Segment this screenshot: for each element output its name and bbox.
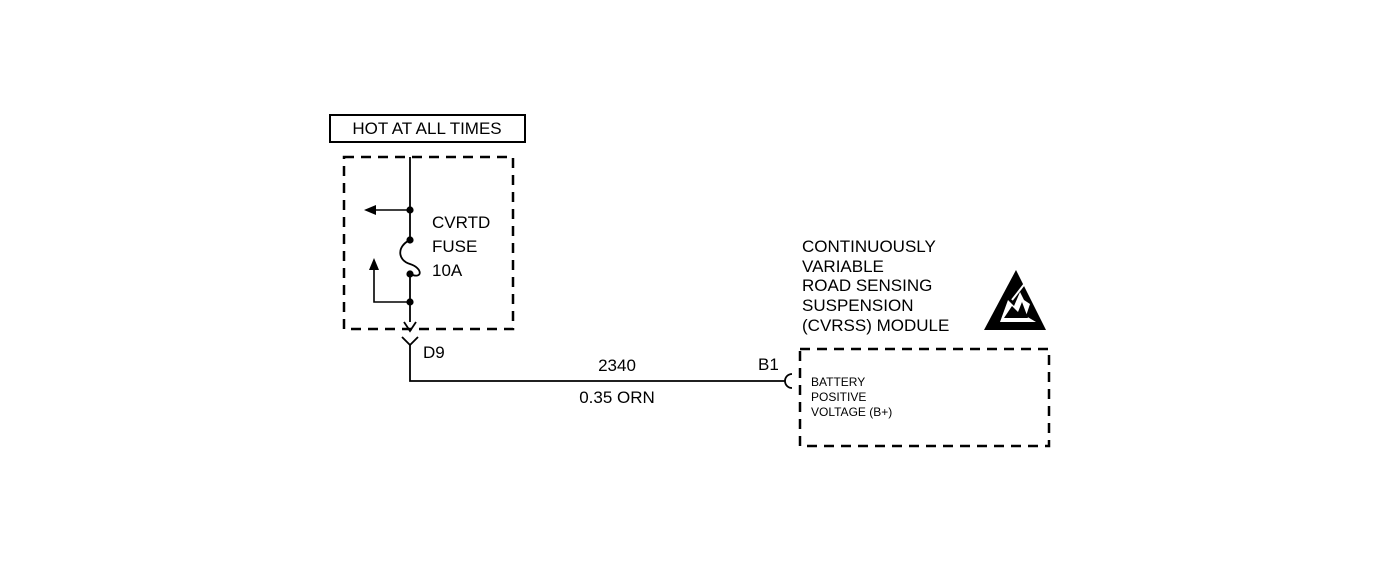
pin-label-line: POSITIVE [811, 390, 866, 404]
fuse-rating: 10A [432, 261, 463, 280]
branch-arrow-up-icon [369, 258, 410, 303]
splice-dot-lower [406, 298, 414, 306]
power-source-label-box [329, 114, 526, 143]
circuit-wire [409, 345, 785, 382]
connector-b1-icon [784, 373, 793, 389]
power-source-label: HOT AT ALL TIMES [329, 114, 526, 143]
fuse-element-icon [399, 239, 421, 277]
fuse-type: FUSE [432, 237, 477, 256]
splice-dot-upper [406, 206, 414, 214]
esd-sensitive-icon [984, 270, 1046, 330]
power-source-label-text: HOT AT ALL TIMES [352, 119, 501, 138]
wire-spec: 0.35 ORN [579, 388, 655, 407]
module-outline [798, 347, 1051, 448]
fuse-block-outline [342, 155, 515, 331]
module-title: CONTINUOUSLY VARIABLE ROAD SENSING SUSPE… [802, 237, 949, 335]
pin-label-line: BATTERY [811, 375, 865, 389]
connector-b1-label: B1 [758, 355, 779, 374]
module-title-line: CONTINUOUSLY [802, 237, 936, 256]
branch-arrow-left-icon [364, 205, 410, 215]
connector-d9-label: D9 [423, 343, 445, 362]
module-title-line: SUSPENSION [802, 296, 913, 315]
module-title-line: VARIABLE [802, 257, 884, 276]
connector-d9-icon [401, 321, 419, 347]
module-title-line: (CVRSS) MODULE [802, 316, 949, 335]
fuse-name: CVRTD [432, 213, 490, 232]
module-title-line: ROAD SENSING [802, 276, 932, 295]
pin-label-line: VOLTAGE (B+) [811, 405, 892, 419]
module-pin-label: BATTERY POSITIVE VOLTAGE (B+) [811, 375, 892, 419]
wire-circuit-number: 2340 [598, 356, 636, 375]
